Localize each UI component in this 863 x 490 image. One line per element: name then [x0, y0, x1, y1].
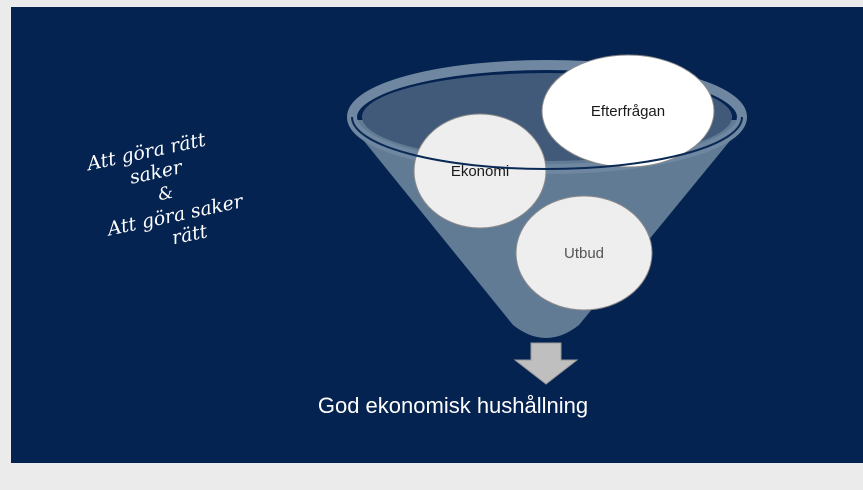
- slide: Att göra rätt saker & Att göra saker rät…: [11, 7, 863, 463]
- handwritten-ampersand: &: [156, 183, 175, 206]
- bubble-ekonomi: Ekonomi: [413, 113, 547, 229]
- funnel-diagram: Att göra rätt saker & Att göra saker rät…: [83, 54, 747, 385]
- handwritten-note: Att göra rätt saker & Att göra saker rät…: [83, 129, 246, 250]
- bubble-utbud-label: Utbud: [564, 245, 604, 262]
- bubble-efterfragan-label: Efterfrågan: [591, 103, 665, 120]
- bubble-efterfragan: Efterfrågan: [541, 54, 715, 168]
- bubble-utbud: Utbud: [515, 195, 653, 311]
- caption: God ekonomisk hushållning: [317, 393, 589, 418]
- down-arrow-icon: [513, 342, 579, 385]
- funnel-rim-front: [351, 116, 743, 170]
